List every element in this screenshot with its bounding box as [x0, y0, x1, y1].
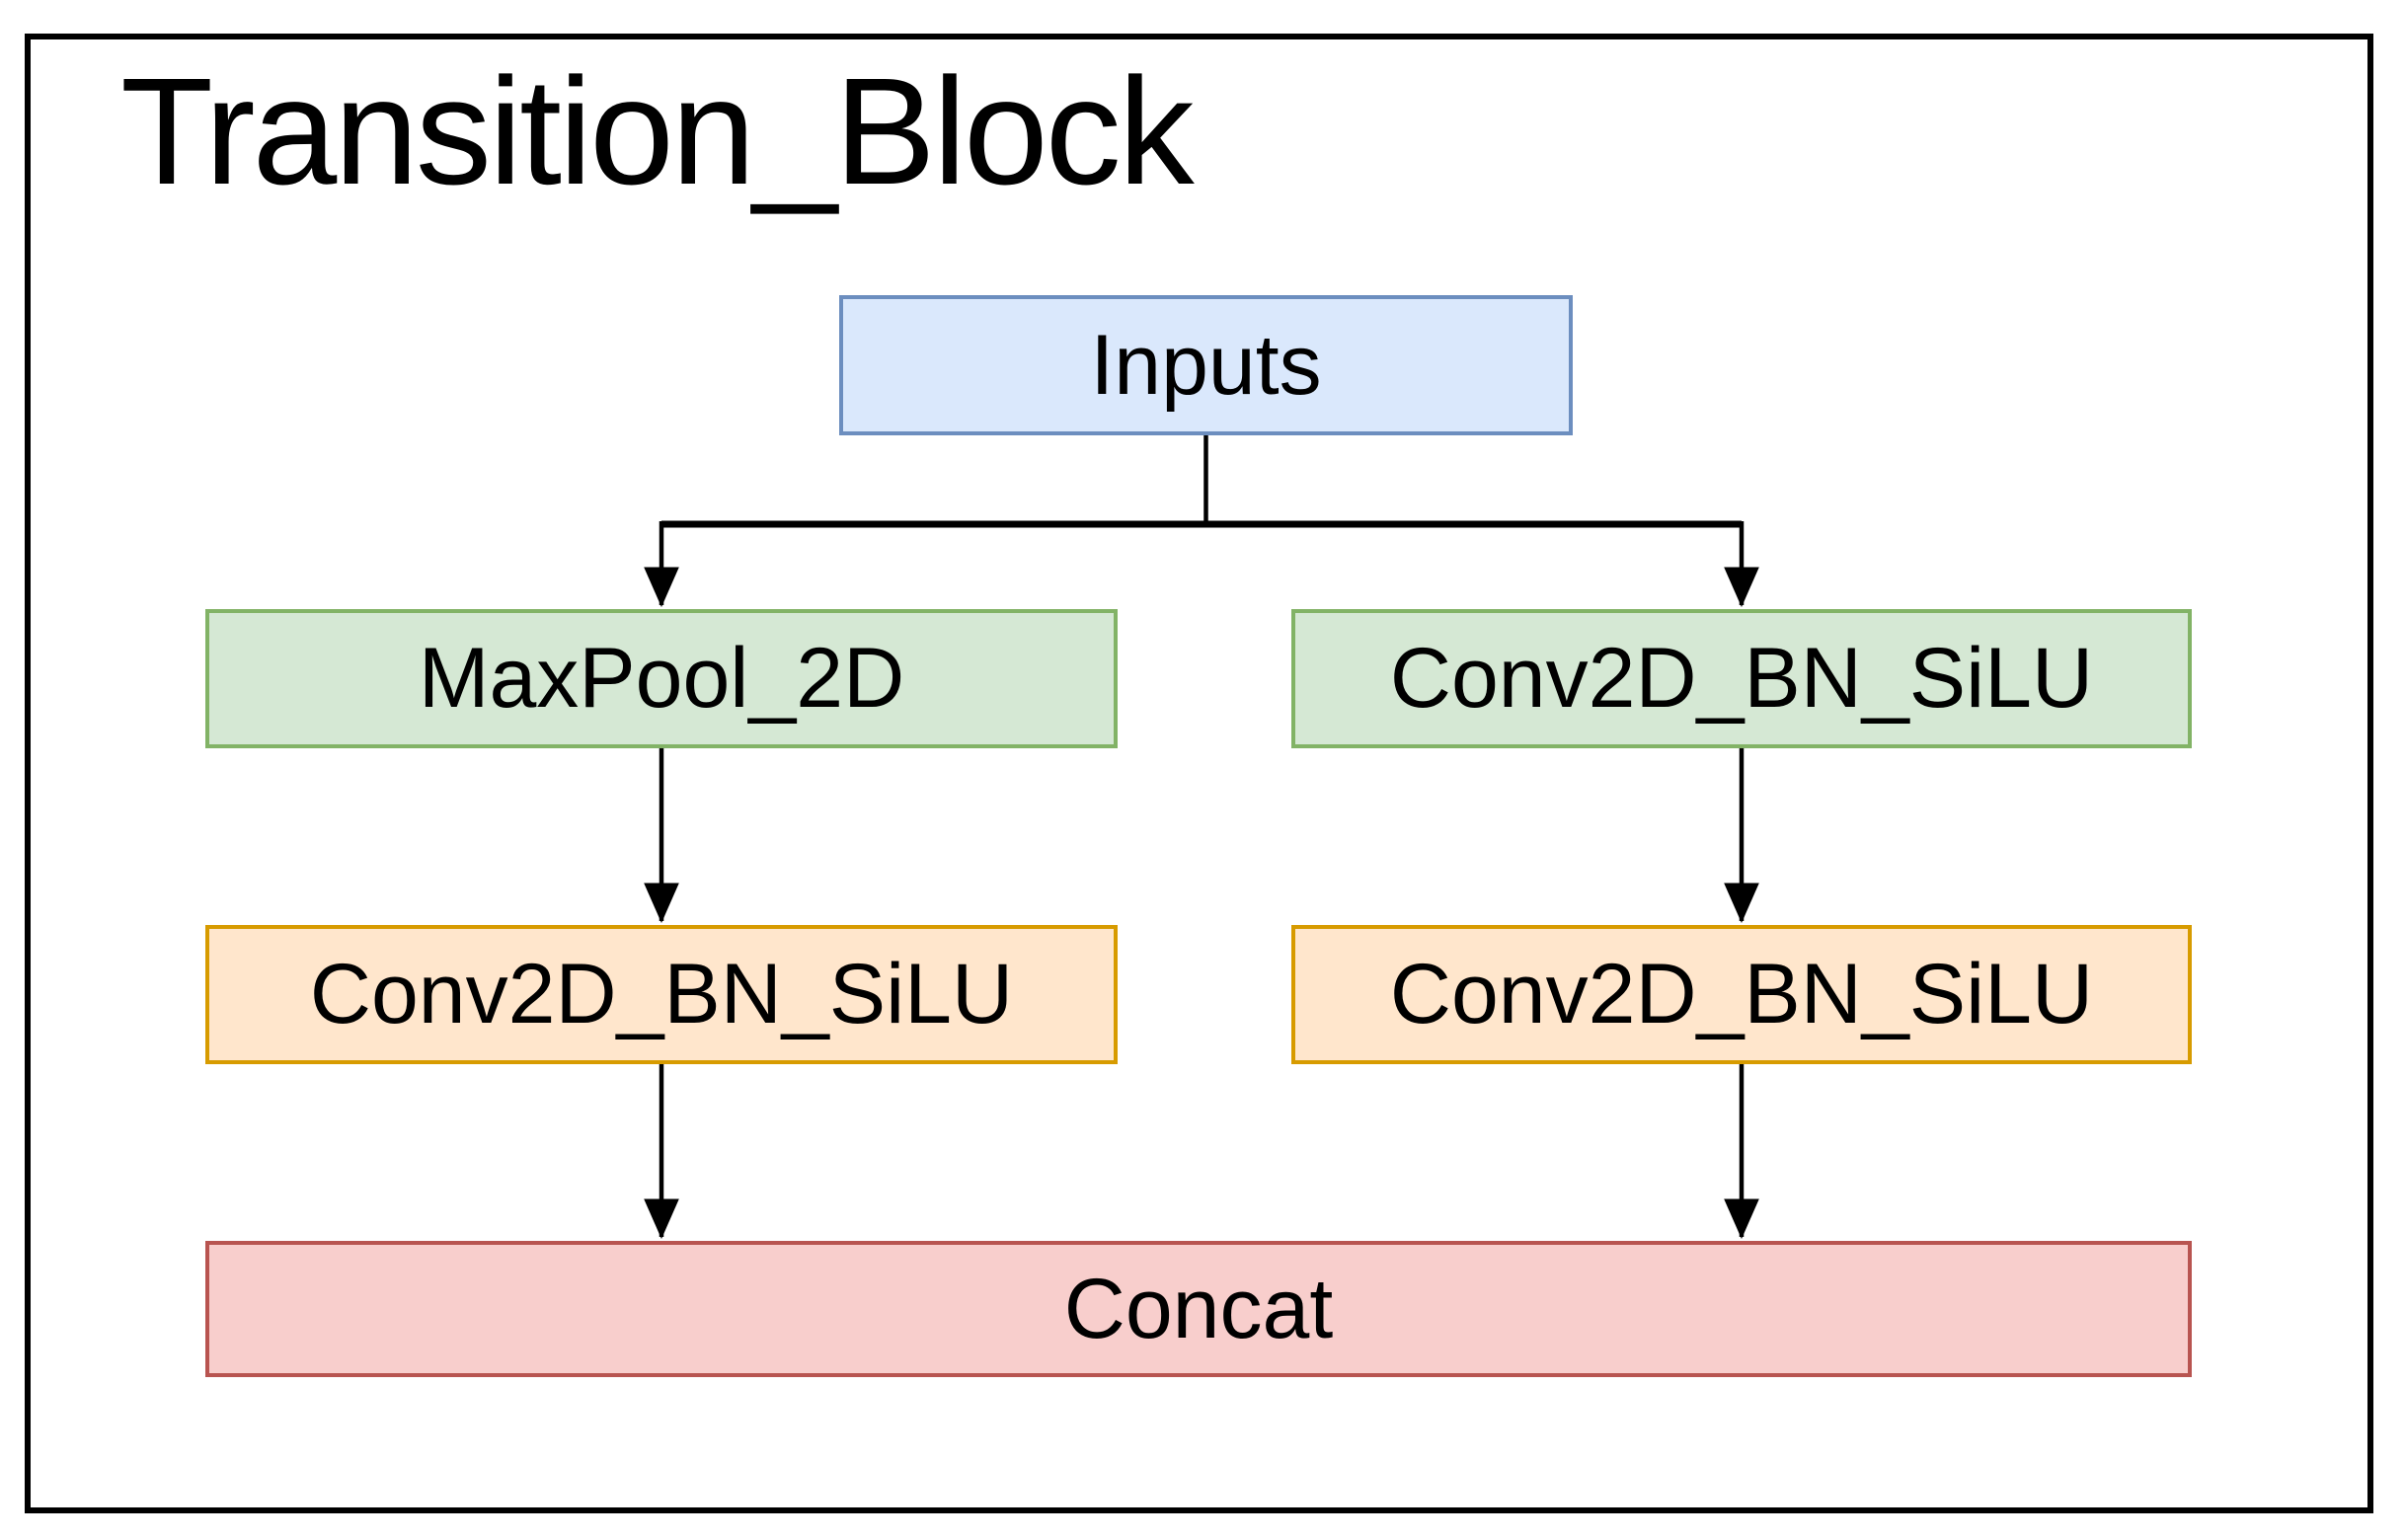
node-conv2d-bn-silu-bottom-left: Conv2D_BN_SiLU [205, 925, 1118, 1064]
node-label: Conv2D_BN_SiLU [1389, 631, 2094, 726]
node-label: Conv2D_BN_SiLU [1389, 947, 2094, 1041]
diagram-title: Transition_Block [120, 46, 1195, 216]
node-label: Conv2D_BN_SiLU [309, 947, 1014, 1041]
node-conv2d-bn-silu-top-right: Conv2D_BN_SiLU [1291, 609, 2192, 748]
node-inputs: Inputs [839, 295, 1573, 435]
diagram-frame [25, 34, 2373, 1513]
node-concat: Concat [205, 1241, 2192, 1377]
node-conv2d-bn-silu-bottom-right: Conv2D_BN_SiLU [1291, 925, 2192, 1064]
node-maxpool-2d: MaxPool_2D [205, 609, 1118, 748]
node-label: MaxPool_2D [418, 631, 905, 726]
node-label: Concat [1063, 1261, 1334, 1356]
node-label: Inputs [1090, 317, 1322, 413]
